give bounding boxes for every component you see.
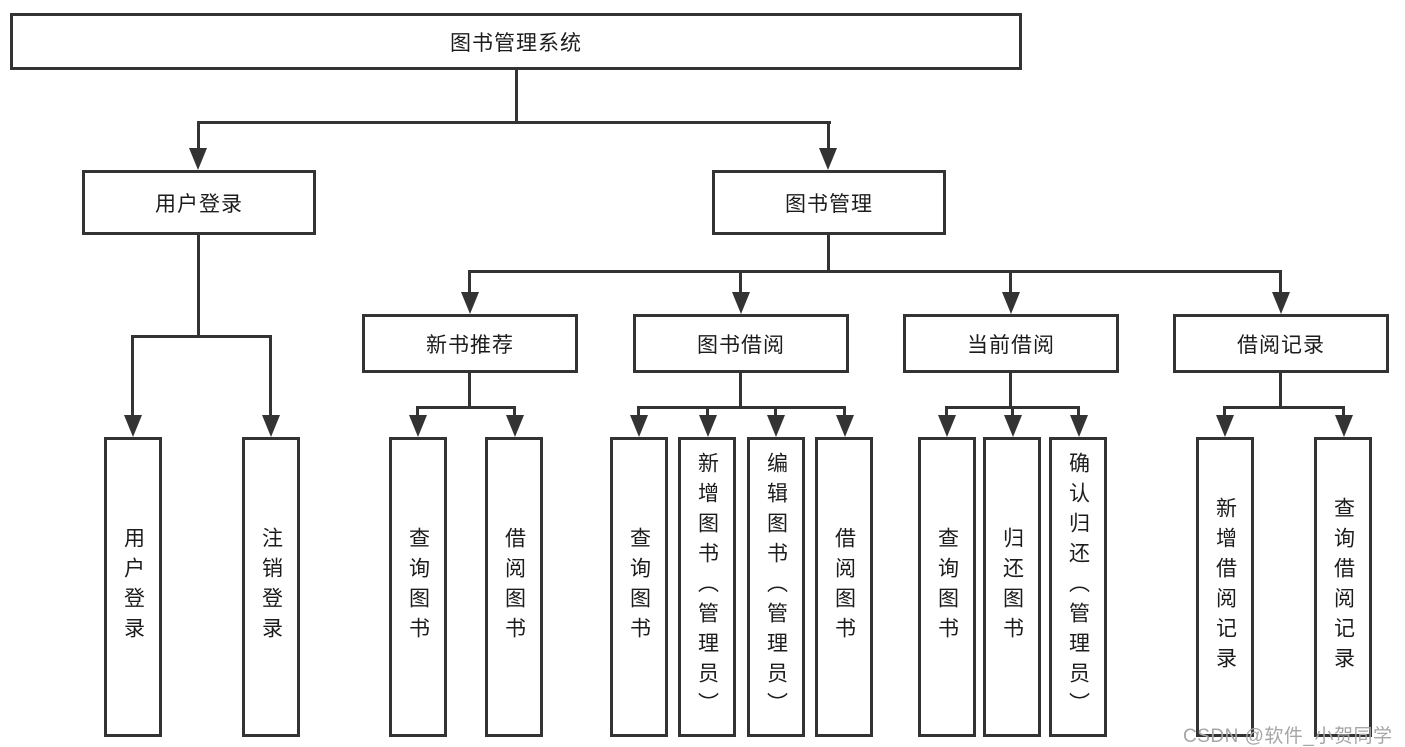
- arrowhead-down-icon: [1002, 292, 1020, 314]
- connector-drop: [416, 406, 419, 417]
- connector-record-bar: [1223, 406, 1345, 409]
- node-label: 新书推荐: [426, 333, 514, 357]
- connector-user-login-bar: [131, 335, 272, 338]
- connector-borrow-bar: [637, 406, 846, 409]
- arrowhead-down-icon: [461, 292, 479, 314]
- leaf-label: 用户登录: [121, 527, 145, 647]
- leaf-label: 确认归还（管理员）: [1066, 452, 1090, 722]
- connector-recommend-stem: [468, 373, 471, 409]
- leaf-label: 注销登录: [259, 527, 283, 647]
- leaf-logout: 注销登录: [242, 437, 300, 737]
- arrowhead-down-icon: [1335, 415, 1353, 437]
- connector-drop: [945, 406, 948, 417]
- arrowhead-down-icon: [506, 415, 524, 437]
- connector-drop: [774, 406, 777, 417]
- connector-drop: [1223, 406, 1226, 417]
- leaf-label: 编辑图书（管理员）: [764, 452, 788, 722]
- connector-drop: [827, 121, 830, 150]
- connector-drop: [1342, 406, 1345, 417]
- arrowhead-down-icon: [836, 415, 854, 437]
- leaf-label: 借阅图书: [832, 527, 856, 647]
- node-library-management-system: 图书管理系统: [10, 13, 1022, 70]
- node-new-book-recommend: 新书推荐: [362, 314, 578, 373]
- arrowhead-down-icon: [262, 415, 280, 437]
- arrowhead-down-icon: [189, 148, 207, 170]
- connector-current-stem: [1009, 373, 1012, 409]
- connector-drop: [1077, 406, 1080, 417]
- connector-drop: [739, 270, 742, 294]
- connector-drop: [637, 406, 640, 417]
- arrowhead-down-icon: [1004, 415, 1022, 437]
- leaf-label: 借阅图书: [502, 527, 526, 647]
- node-label: 图书借阅: [697, 333, 785, 357]
- leaf-query-books-borrow: 查询图书: [610, 437, 668, 737]
- connector-drop: [269, 335, 272, 417]
- node-current-borrow: 当前借阅: [903, 314, 1119, 373]
- connector-book-management-bar: [468, 270, 1282, 273]
- connector-borrow-stem: [739, 373, 742, 409]
- leaf-edit-books-admin: 编辑图书（管理员）: [747, 437, 805, 737]
- connector-user-login-stem: [197, 235, 200, 338]
- leaf-query-borrow-record: 查询借阅记录: [1314, 437, 1372, 737]
- leaf-label: 查询图书: [406, 527, 430, 647]
- leaf-borrow-books: 借阅图书: [815, 437, 873, 737]
- node-label: 图书管理: [785, 192, 873, 216]
- connector-root-bar: [197, 121, 831, 124]
- leaf-label: 新增借阅记录: [1213, 497, 1237, 677]
- arrowhead-down-icon: [1216, 415, 1234, 437]
- leaf-user-login: 用户登录: [104, 437, 162, 737]
- connector-drop: [1279, 270, 1282, 294]
- leaf-label: 查询图书: [627, 527, 651, 647]
- connector-drop: [706, 406, 709, 417]
- arrowhead-down-icon: [409, 415, 427, 437]
- leaf-confirm-return-admin: 确认归还（管理员）: [1049, 437, 1107, 737]
- node-label: 图书管理系统: [450, 31, 582, 55]
- connector-record-stem: [1279, 373, 1282, 409]
- arrowhead-down-icon: [1070, 415, 1088, 437]
- node-label: 借阅记录: [1237, 333, 1325, 357]
- node-borrow-record: 借阅记录: [1173, 314, 1389, 373]
- node-label: 用户登录: [155, 192, 243, 216]
- leaf-label: 归还图书: [1000, 527, 1024, 647]
- connector-drop: [131, 335, 134, 417]
- connector-drop: [513, 406, 516, 417]
- connector-drop: [1009, 270, 1012, 294]
- arrowhead-down-icon: [732, 292, 750, 314]
- connector-book-management-stem: [827, 235, 830, 273]
- leaf-return-books: 归还图书: [983, 437, 1041, 737]
- leaf-label: 查询图书: [935, 527, 959, 647]
- connector-drop: [1011, 406, 1014, 417]
- connector-drop: [197, 121, 200, 150]
- arrowhead-down-icon: [1272, 292, 1290, 314]
- leaf-query-books-current: 查询图书: [918, 437, 976, 737]
- node-book-borrow: 图书借阅: [633, 314, 849, 373]
- connector-root-stem: [515, 70, 518, 124]
- arrowhead-down-icon: [630, 415, 648, 437]
- arrowhead-down-icon: [938, 415, 956, 437]
- leaf-add-books-admin: 新增图书（管理员）: [678, 437, 736, 737]
- leaf-query-books-recommend: 查询图书: [389, 437, 447, 737]
- node-book-management: 图书管理: [712, 170, 946, 235]
- connector-drop: [843, 406, 846, 417]
- arrowhead-down-icon: [699, 415, 717, 437]
- arrowhead-down-icon: [819, 148, 837, 170]
- csdn-watermark: CSDN @软件_小贺同学: [1183, 726, 1393, 747]
- leaf-label: 新增图书（管理员）: [695, 452, 719, 722]
- arrowhead-down-icon: [767, 415, 785, 437]
- arrowhead-down-icon: [124, 415, 142, 437]
- leaf-add-borrow-record: 新增借阅记录: [1196, 437, 1254, 737]
- node-user-login: 用户登录: [82, 170, 316, 235]
- connector-drop: [468, 270, 471, 294]
- node-label: 当前借阅: [967, 333, 1055, 357]
- leaf-label: 查询借阅记录: [1331, 497, 1355, 677]
- leaf-borrow-books-recommend: 借阅图书: [485, 437, 543, 737]
- connector-recommend-bar: [416, 406, 516, 409]
